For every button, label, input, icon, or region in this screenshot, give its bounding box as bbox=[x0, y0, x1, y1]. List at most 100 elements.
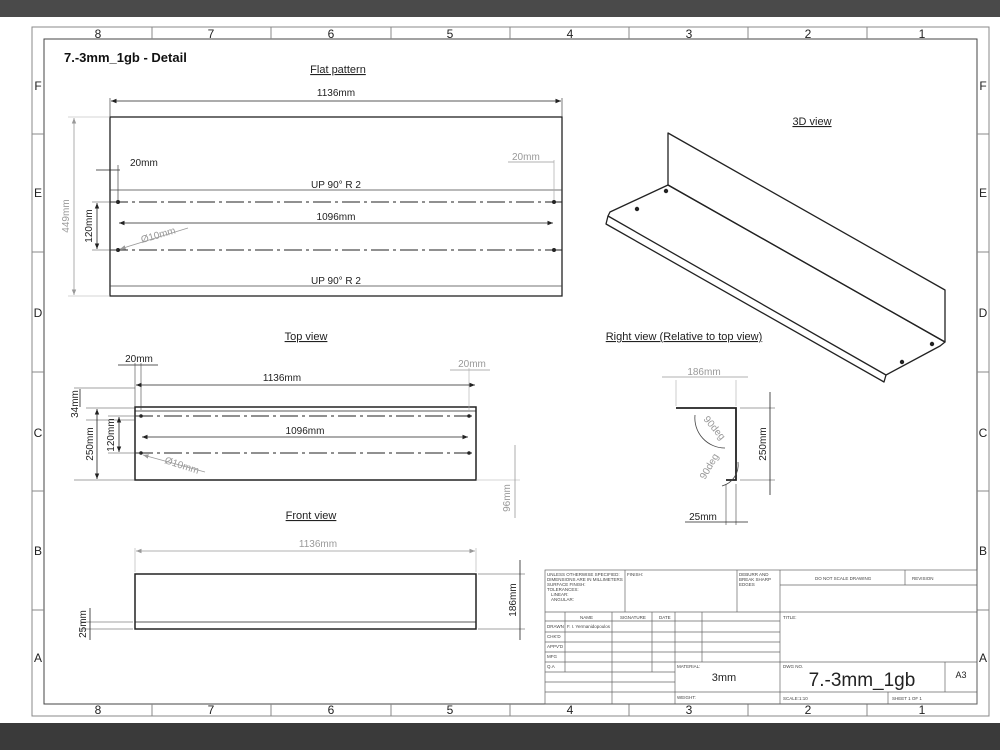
tb-do-not-scale: DO NOT SCALE DRAWING bbox=[815, 576, 872, 581]
zone-col-2-bottom: 2 bbox=[805, 703, 812, 717]
tb-revision: REVISION bbox=[912, 576, 934, 581]
tb-role: MFG bbox=[547, 654, 557, 659]
tb-note-line: LINEAR: bbox=[551, 592, 569, 597]
zone-col-8: 8 bbox=[95, 27, 102, 41]
tb-drawn-name: F. I. Yermanidopoulos bbox=[567, 624, 611, 629]
tb-role: DRAWN bbox=[547, 624, 564, 629]
zone-col-4: 4 bbox=[567, 27, 574, 41]
flat-pattern-view[interactable]: Flat pattern 1136mm 20mm 20mm UP 90° R 2… bbox=[61, 64, 563, 297]
zone-row-b: B bbox=[34, 544, 42, 558]
dim-top-edge-left: 20mm bbox=[125, 354, 153, 365]
zone-row-f-right: F bbox=[979, 79, 986, 93]
dim-flat-edge-left: 20mm bbox=[130, 158, 158, 169]
dim-top-edge-right: 20mm bbox=[458, 359, 486, 370]
tb-scale: SCALE:1:10 bbox=[783, 696, 808, 701]
zone-row-c: C bbox=[34, 426, 43, 440]
drawing-title: 7.-3mm_1gb - Detail bbox=[64, 50, 187, 65]
hole bbox=[929, 341, 935, 347]
tb-dwg-no-label: DWG NO. bbox=[783, 664, 803, 669]
zone-col-7-bottom: 7 bbox=[208, 703, 215, 717]
zone-row-a-right: A bbox=[979, 651, 987, 665]
window-bottom-bar bbox=[0, 723, 1000, 750]
tb-deburr: EDGES bbox=[739, 582, 755, 587]
zone-col-8-bottom: 8 bbox=[95, 703, 102, 717]
tb-sheet: SHEET 1 OF 1 bbox=[892, 696, 922, 701]
zone-col-6-bottom: 6 bbox=[328, 703, 335, 717]
zone-row-e-right: E bbox=[979, 186, 987, 200]
dim-right-186: 186mm bbox=[687, 367, 720, 378]
dim-top-96: 96mm bbox=[502, 484, 513, 512]
tb-title-label: TITLE: bbox=[783, 615, 797, 620]
zone-col-1-bottom: 1 bbox=[919, 703, 926, 717]
tb-note-line: TOLERANCES: bbox=[547, 587, 579, 592]
tb-role: APPV'D bbox=[547, 644, 564, 649]
tb-material: 3mm bbox=[712, 672, 736, 684]
front-view[interactable]: Front view 1136mm 186mm 25mm bbox=[78, 510, 525, 640]
tb-finish: FINISH: bbox=[627, 572, 643, 577]
zone-row-e: E bbox=[34, 186, 42, 200]
top-view-label: Top view bbox=[285, 331, 328, 343]
tb-role: CHK'D bbox=[547, 634, 561, 639]
zone-col-3: 3 bbox=[686, 27, 693, 41]
dim-right-25: 25mm bbox=[689, 512, 717, 523]
zone-row-f: F bbox=[34, 79, 41, 93]
tb-note-line: DIMENSIONS ARE IN MILLIMETERS bbox=[547, 577, 623, 582]
right-view-label: Right view (Relative to top view) bbox=[606, 331, 763, 343]
window-top-bar bbox=[0, 0, 1000, 17]
top-outline bbox=[134, 406, 477, 481]
dim-top-120: 120mm bbox=[106, 418, 117, 451]
dim-flat-edge-right: 20mm bbox=[512, 152, 540, 163]
zone-col-1: 1 bbox=[919, 27, 926, 41]
iso-view[interactable]: 3D view bbox=[605, 116, 946, 383]
zone-row-d-right: D bbox=[979, 306, 988, 320]
iso-front-lip bbox=[605, 215, 887, 383]
hole bbox=[552, 200, 556, 204]
dim-front-186: 186mm bbox=[508, 583, 519, 616]
hole bbox=[634, 206, 640, 212]
dim-flat-height: 449mm bbox=[61, 199, 72, 232]
zone-col-7: 7 bbox=[208, 27, 215, 41]
tb-deburr: DEBURR AND bbox=[739, 572, 769, 577]
hole bbox=[899, 359, 905, 365]
zone-col-3-bottom: 3 bbox=[686, 703, 693, 717]
hole bbox=[552, 248, 556, 252]
tb-role: Q.A bbox=[547, 664, 555, 669]
dim-right-angle-top: 90deg bbox=[701, 414, 727, 442]
right-view[interactable]: Right view (Relative to top view) 186mm … bbox=[606, 331, 775, 525]
iso-base bbox=[607, 184, 946, 376]
hole bbox=[467, 451, 471, 455]
sheet-border bbox=[31, 26, 990, 717]
dim-top-34: 34mm bbox=[70, 390, 81, 418]
hole bbox=[467, 414, 471, 418]
dim-top-length: 1136mm bbox=[263, 373, 301, 384]
zone-col-5: 5 bbox=[447, 27, 454, 41]
flat-outline bbox=[109, 116, 563, 297]
zone-col-4-bottom: 4 bbox=[567, 703, 574, 717]
tb-note-line: SURFACE FINISH: bbox=[547, 582, 586, 587]
tb-dwg-no: 7.-3mm_1gb bbox=[809, 670, 916, 691]
title-block bbox=[544, 569, 978, 705]
tb-size: A3 bbox=[955, 670, 966, 680]
zone-row-c-right: C bbox=[979, 426, 988, 440]
zone-col-5-bottom: 5 bbox=[447, 703, 454, 717]
right-profile bbox=[676, 407, 737, 481]
drawing-canvas: 8 7 6 5 4 3 2 1 8 7 6 5 4 3 2 1 F E D C … bbox=[31, 26, 990, 717]
tb-material-label: MATERIAL: bbox=[677, 664, 700, 669]
dim-right-250: 250mm bbox=[758, 427, 769, 460]
dim-front-length: 1136mm bbox=[299, 539, 337, 550]
dim-right-angle-bottom: 90deg bbox=[698, 452, 721, 482]
zone-row-a: A bbox=[34, 651, 42, 665]
dim-front-25: 25mm bbox=[78, 610, 89, 638]
bend-note-top: UP 90° R 2 bbox=[311, 180, 361, 191]
top-view[interactable]: Top view 20mm 20mm 1136mm 1096mm Ø10mm 3… bbox=[70, 331, 520, 518]
bend-note-bottom: UP 90° R 2 bbox=[311, 276, 361, 287]
hole bbox=[663, 188, 669, 194]
zone-row-b-right: B bbox=[979, 544, 987, 558]
iso-back-wall bbox=[667, 132, 946, 343]
dim-flat-hole-dia: Ø10mm bbox=[140, 226, 177, 246]
tb-col-signature: SIGNATURE bbox=[620, 615, 646, 620]
dim-top-250: 250mm bbox=[85, 427, 96, 460]
tb-col-name: NAME bbox=[580, 615, 593, 620]
flat-pattern-label: Flat pattern bbox=[310, 64, 366, 76]
front-view-label: Front view bbox=[286, 510, 337, 522]
